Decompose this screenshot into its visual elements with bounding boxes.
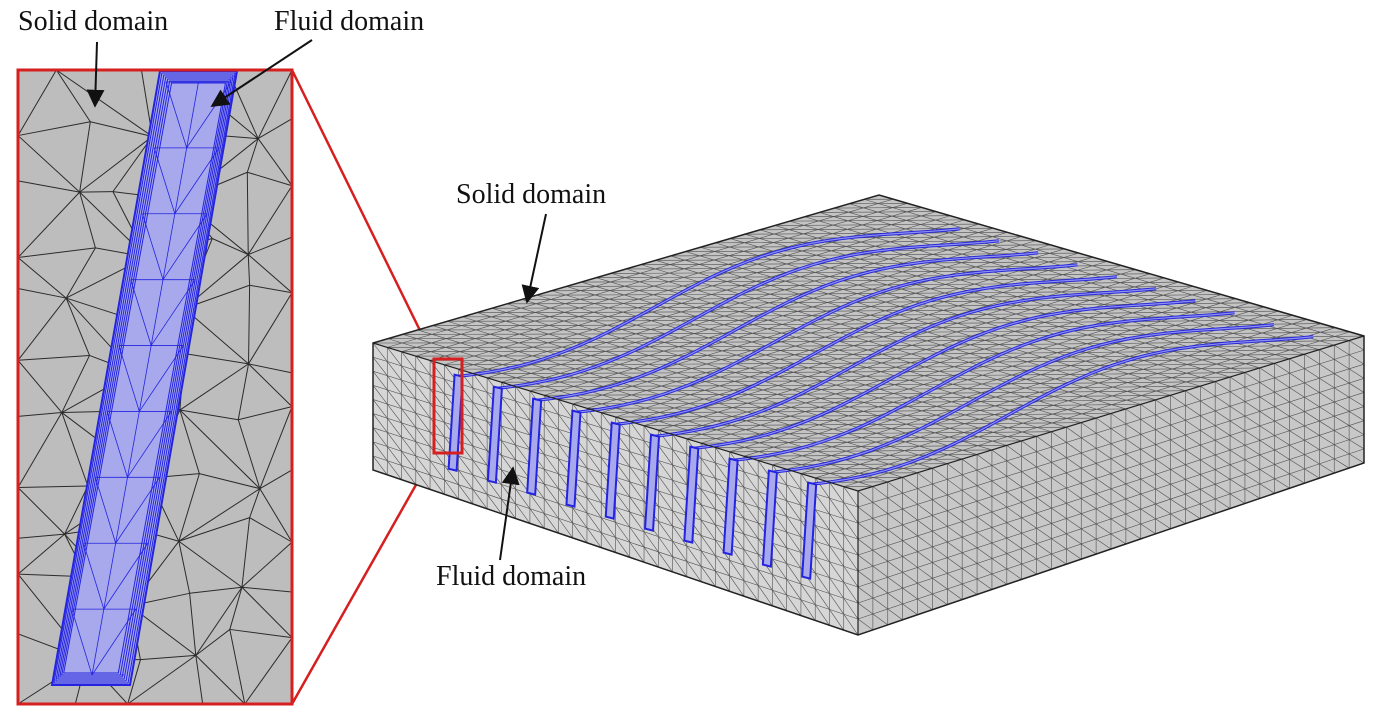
zoom-source-box (432, 357, 464, 455)
block-outline (372, 194, 1365, 636)
zoom-solid-arrow (86, 41, 105, 108)
zoom-fluid-arrow (210, 39, 313, 107)
zoom-fluid-mesh (60, 81, 232, 676)
block-solid-label: Solid domain (456, 179, 606, 210)
zoom-connector-top (290, 69, 436, 360)
block-fluid-label: Fluid domain (436, 561, 586, 592)
zoom-fluid-label: Fluid domain (274, 6, 424, 37)
zoom-solid-label: Solid domain (18, 6, 168, 37)
block-channels-top (453, 227, 1314, 487)
block-solid-arrow (521, 213, 547, 304)
zoom-connector-bottom (290, 452, 436, 705)
block-fluid-arrow (499, 466, 520, 561)
block-channels-front (447, 373, 818, 580)
zoom-panel (16, 68, 294, 706)
zoom-frame (16, 68, 294, 706)
mesh-block (372, 194, 1365, 636)
